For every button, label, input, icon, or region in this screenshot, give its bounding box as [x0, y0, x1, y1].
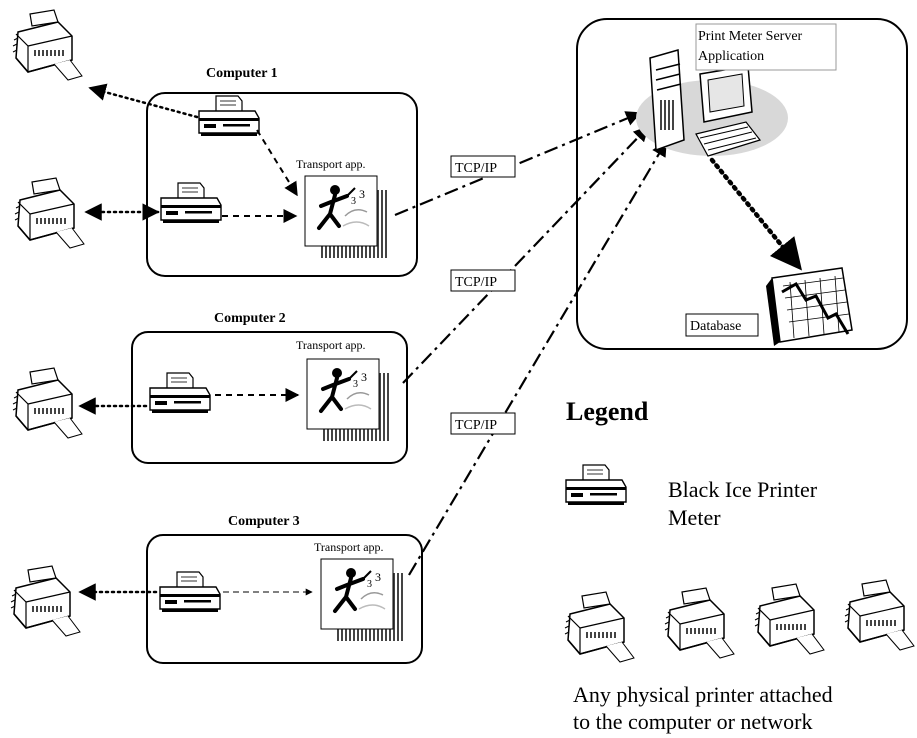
tcpip-link-arrow [402, 125, 650, 384]
svg-text:Print Meter Server: Print Meter Server [698, 29, 803, 44]
legend-physical-printer-label: Any physical printer attached [573, 682, 833, 707]
server-computer-icon [636, 49, 788, 157]
printer-link-arrow [88, 83, 199, 119]
black-ice-printer-icon [159, 571, 221, 613]
tcpip-label: TCP/IP [450, 155, 516, 178]
database-link-arrow [709, 157, 803, 271]
transport-app-icon [305, 357, 393, 443]
computer-2-title: Computer 2 [214, 311, 286, 326]
black-ice-printer-icon [198, 95, 260, 137]
computer-3-title: Computer 3 [228, 514, 300, 529]
database-chart-icon [766, 267, 853, 346]
physical-printer-icon [844, 579, 915, 651]
tcpip-link-arrow [394, 111, 642, 217]
svg-text:TCP/IP: TCP/IP [455, 418, 497, 433]
server-box [576, 18, 908, 350]
legend-physical-printer-label: to the computer or network [573, 709, 813, 734]
tcpip-label: TCP/IP [450, 269, 516, 292]
server-group: Print Meter Server Application Database [576, 18, 908, 350]
black-ice-printer-icon [565, 464, 627, 506]
physical-printer-icon [12, 367, 83, 439]
computer-1-title: Computer 1 [206, 66, 278, 81]
database-label: Database [685, 313, 759, 337]
legend: Legend Black Ice Printer Meter Any physi… [564, 397, 915, 734]
black-ice-printer-icon [149, 372, 211, 414]
svg-text:TCP/IP: TCP/IP [455, 275, 497, 290]
computer-3-box [146, 534, 423, 664]
physical-printer-icon [14, 177, 85, 249]
legend-printer-meter-label: Meter [668, 505, 721, 530]
physical-printer-icon [12, 9, 83, 81]
tcpip-label: TCP/IP [450, 412, 516, 435]
svg-text:TCP/IP: TCP/IP [455, 161, 497, 176]
transport-app-icon [303, 174, 391, 260]
physical-printer-icon [10, 565, 81, 637]
server-app-label: Print Meter Server Application [695, 23, 837, 71]
computer-1-box [146, 92, 418, 277]
computer-1-group: Computer 1 Transport app. [146, 66, 418, 277]
transport-link-arrow [256, 129, 298, 197]
transport-app-label: Transport app. [314, 540, 384, 554]
svg-text:Application: Application [698, 49, 764, 64]
computer-3-group: Computer 3 Transport app. [146, 514, 423, 664]
legend-printer-meter-label: Black Ice Printer [668, 477, 818, 502]
transport-app-label: Transport app. [296, 338, 366, 352]
tcpip-link-arrow [408, 140, 667, 576]
computer-2-group: Computer 2 Transport app. [131, 311, 408, 464]
physical-printer-icon [564, 591, 635, 663]
legend-title: Legend [566, 397, 649, 426]
transport-app-icon [319, 557, 407, 643]
computer-2-box [131, 331, 408, 464]
transport-app-label: Transport app. [296, 157, 366, 171]
svg-text:Database: Database [690, 319, 741, 334]
black-ice-printer-icon [160, 182, 222, 224]
physical-printer-icon [664, 587, 735, 659]
physical-printer-icon [754, 583, 825, 655]
